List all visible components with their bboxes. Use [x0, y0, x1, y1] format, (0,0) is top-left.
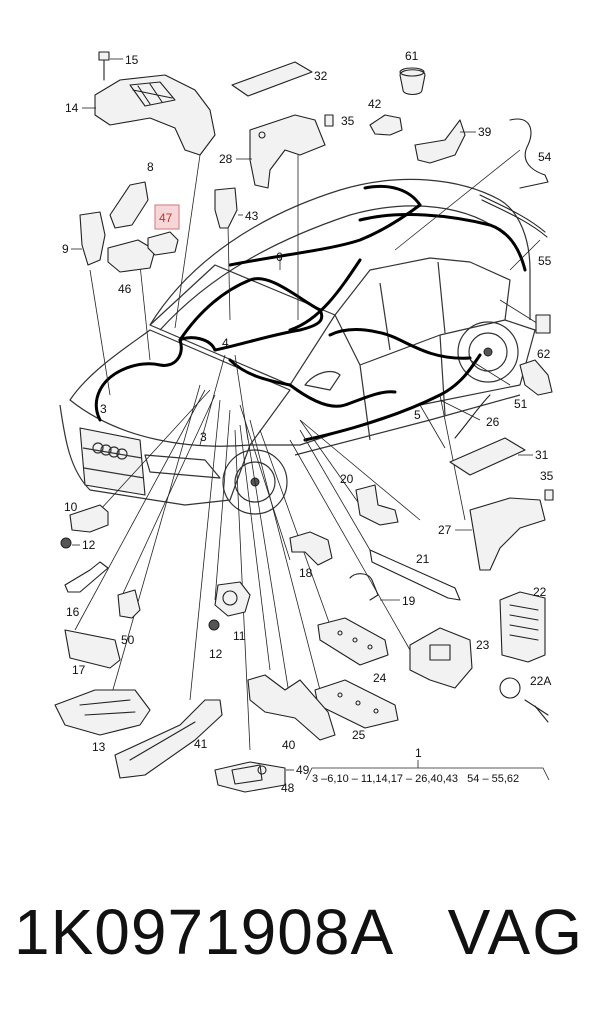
assembly-bracket — [305, 767, 550, 781]
part-51-bracket — [519, 359, 553, 396]
callout-61: 61 — [405, 49, 419, 63]
callout-25: 25 — [352, 728, 366, 742]
part-number: 1K0971908A — [14, 896, 395, 968]
callout-23: 23 — [476, 638, 490, 652]
part-17-bracket — [64, 629, 121, 669]
callout-35-second: 35 — [540, 469, 554, 483]
part-41-tray — [114, 699, 223, 779]
callout-3-second: 3 — [200, 430, 207, 444]
callout-48: 48 — [281, 781, 295, 795]
assembly-note: 3 –6,10 – 11,14,17 – 26,40,43 54 – 55,62 — [312, 773, 519, 785]
part-62-clip — [535, 314, 551, 334]
callout-5: 5 — [414, 408, 421, 422]
parts — [54, 51, 554, 793]
part-28-bracket — [249, 114, 326, 189]
callout-6: 6 — [276, 250, 283, 264]
callout-41: 41 — [194, 737, 208, 751]
part-16-wire — [64, 561, 109, 593]
part-15-bolt — [98, 51, 110, 61]
callout-39: 39 — [478, 125, 492, 139]
callout-32: 32 — [314, 69, 328, 83]
callout-47: 47 — [159, 211, 173, 225]
part-40-holder — [247, 674, 336, 741]
part-8-bracket — [109, 181, 149, 229]
callout-42: 42 — [368, 97, 382, 111]
callout-8: 8 — [147, 160, 154, 174]
callout-22a: 22A — [530, 674, 551, 688]
part-31-lid — [449, 437, 526, 476]
parts-diagram: 15 14 32 61 42 35 39 28 54 8 43 47 9 6 5… — [54, 49, 554, 795]
callout-54: 54 — [538, 150, 552, 164]
part-18-bracket — [289, 531, 333, 566]
callout-18: 18 — [299, 566, 313, 580]
callout-21: 21 — [416, 552, 430, 566]
part-14-cover — [94, 74, 216, 156]
callout-11: 11 — [233, 629, 246, 643]
callout-50: 50 — [121, 633, 135, 647]
wiring-harness — [94, 184, 527, 442]
part-35-nut — [324, 114, 334, 127]
part-27-bracket — [469, 497, 546, 571]
callout-4: 4 — [222, 336, 229, 350]
leader-lines — [74, 149, 541, 751]
part-11-pump — [214, 581, 251, 617]
brand-name: VAG — [447, 896, 584, 968]
callout-22: 22 — [533, 585, 547, 599]
part-61-sleeve — [399, 69, 426, 96]
callout-17: 17 — [72, 663, 86, 677]
callout-49: 49 — [296, 763, 310, 777]
callout-14: 14 — [65, 101, 79, 115]
callout-51: 51 — [514, 397, 528, 411]
callout-47-highlight — [154, 204, 180, 230]
part-50-bracket — [117, 589, 141, 619]
callout-55: 55 — [538, 254, 552, 268]
callout-12: 12 — [82, 538, 96, 552]
part-26-seal — [454, 394, 491, 439]
callout-46: 46 — [118, 282, 132, 296]
callout-9: 9 — [62, 242, 69, 256]
part-47-clip — [147, 231, 179, 256]
callout-labels: 15 14 32 61 42 35 39 28 54 8 43 47 9 6 5… — [62, 49, 554, 795]
part-20-bracket — [355, 484, 399, 526]
callout-31: 31 — [535, 448, 549, 462]
callout-20: 20 — [340, 472, 354, 486]
callout-13: 13 — [92, 740, 106, 754]
callout-12-second: 12 — [209, 647, 223, 661]
callout-27: 27 — [438, 523, 452, 537]
part-13-tray — [54, 689, 151, 736]
part-39-bracket — [414, 119, 466, 164]
callout-40: 40 — [282, 738, 296, 752]
part-23-frame — [409, 627, 473, 689]
callout-10: 10 — [64, 500, 78, 514]
callout-43: 43 — [245, 209, 259, 223]
callout-1: 1 — [415, 746, 422, 760]
callout-24: 24 — [373, 671, 387, 685]
callout-15: 15 — [125, 53, 139, 67]
part-10-actuator — [69, 504, 109, 533]
callout-35: 35 — [341, 114, 355, 128]
part-35b-nut — [544, 489, 554, 501]
part-46-bracket — [107, 239, 156, 273]
part-22a-ring — [499, 677, 521, 699]
callout-3: 3 — [100, 402, 107, 416]
callout-28: 28 — [219, 152, 233, 166]
callout-26: 26 — [486, 415, 500, 429]
callout-16: 16 — [66, 605, 80, 619]
part-21-strip — [369, 549, 461, 601]
part-42-clip — [369, 114, 403, 136]
part-9-bracket — [79, 211, 106, 266]
part-19-clip — [349, 573, 379, 601]
part-43-clip — [214, 187, 238, 229]
callout-62: 62 — [537, 347, 551, 361]
callout-19: 19 — [402, 594, 416, 608]
part-55-strip — [479, 194, 546, 233]
part-54-hose — [509, 118, 549, 189]
part-32-lid — [231, 61, 313, 97]
